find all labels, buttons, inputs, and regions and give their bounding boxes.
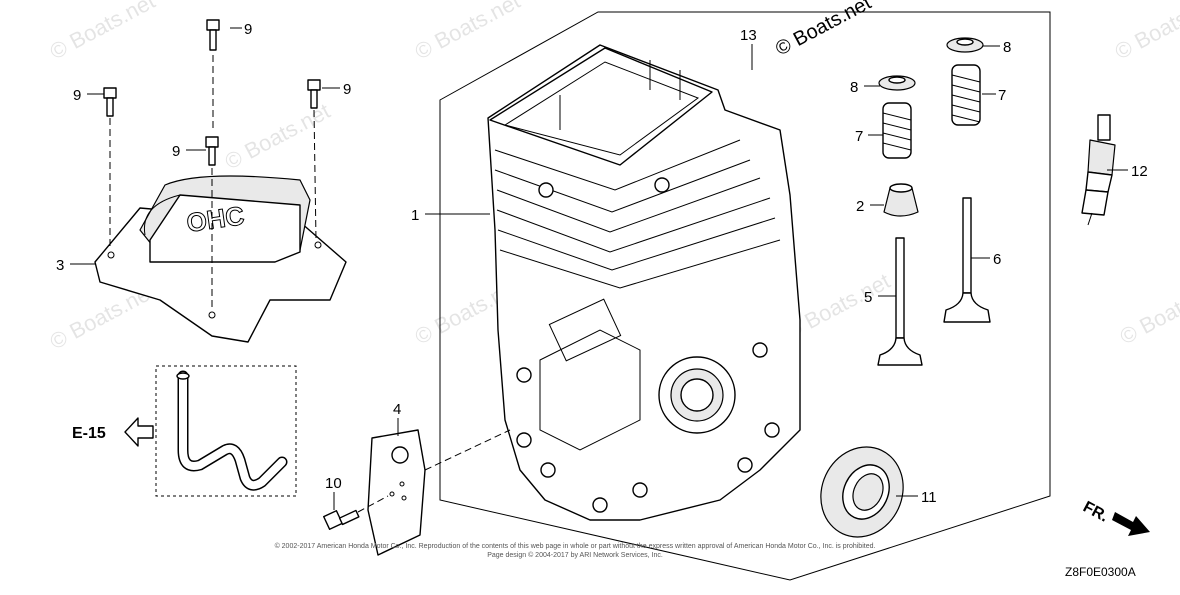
callout-1[interactable]: 1 [411,207,419,224]
callout-7[interactable]: 7 [998,87,1006,104]
valve-spring-retainer[interactable] [946,37,984,53]
head-cover[interactable]: OHC [94,175,347,343]
watermark-text: © Boats.net [1111,0,1180,64]
callout-8[interactable]: 8 [1003,39,1011,56]
callout-7[interactable]: 7 [855,128,863,145]
valve-spring[interactable] [882,102,912,159]
callout-3[interactable]: 3 [56,257,64,274]
callout-6[interactable]: 6 [993,251,1001,268]
watermark-main: © Boats.net [772,0,875,60]
front-direction-label: FR. [1080,499,1111,526]
breather-tube[interactable] [176,370,288,491]
flange-bolt[interactable] [103,87,117,117]
callout-leaders [70,27,1128,510]
watermark-text: © Boats.net [411,0,525,64]
flange-bolt[interactable] [307,79,321,109]
watermark-text: © Boats.net [221,98,335,174]
breather-tube-box [155,365,297,497]
cylinder-barrel[interactable] [487,44,801,521]
flange-bolt[interactable] [205,136,219,166]
callout-11[interactable]: 11 [921,489,937,506]
arrow-right-icon [1112,512,1150,536]
valve-spring-retainer[interactable] [878,75,916,91]
screw-guide [357,495,389,513]
spark-plug[interactable] [1081,114,1116,226]
intake-valve[interactable] [877,237,923,366]
arrow-left-icon [124,417,154,447]
callout-4[interactable]: 4 [393,401,401,418]
callout-9[interactable]: 9 [244,21,252,38]
flange-bolt[interactable] [206,19,220,51]
callout-5[interactable]: 5 [864,289,872,306]
copyright-line: © 2002-2017 American Honda Motor Co., In… [275,542,876,550]
section-reference[interactable]: E-15 [72,417,154,447]
front-direction-indicator: FR. [1080,499,1150,536]
watermark-text: © Boats.net [46,0,160,64]
valve-stem-seal[interactable] [883,183,919,217]
breather-screw[interactable] [322,509,360,531]
assembly-boundary [439,11,1051,581]
ohc-emblem: OHC [185,200,247,238]
callout-2[interactable]: 2 [856,198,864,215]
callout-12[interactable]: 12 [1131,163,1148,180]
valve-spring[interactable] [951,64,981,126]
callout-9[interactable]: 9 [343,81,351,98]
callout-8[interactable]: 8 [850,79,858,96]
oil-seal[interactable] [806,433,917,550]
diagram-code: Z8F0E0300A [1065,565,1136,579]
page-design-line: Page design © 2004-2017 by ARI Network S… [487,551,663,559]
callout-9[interactable]: 9 [73,87,81,104]
exhaust-valve[interactable] [943,197,991,323]
callout-10[interactable]: 10 [325,475,342,492]
section-ref-label[interactable]: E-15 [72,425,106,442]
watermark-text: © Boats.net [1116,273,1180,349]
callout-numbers: 9 9 9 9 3 1 13 8 8 7 7 2 5 6 12 11 4 10 [56,21,1148,506]
callout-13[interactable]: 13 [740,27,757,44]
callout-9[interactable]: 9 [172,143,180,160]
breather-plate[interactable] [367,429,426,556]
